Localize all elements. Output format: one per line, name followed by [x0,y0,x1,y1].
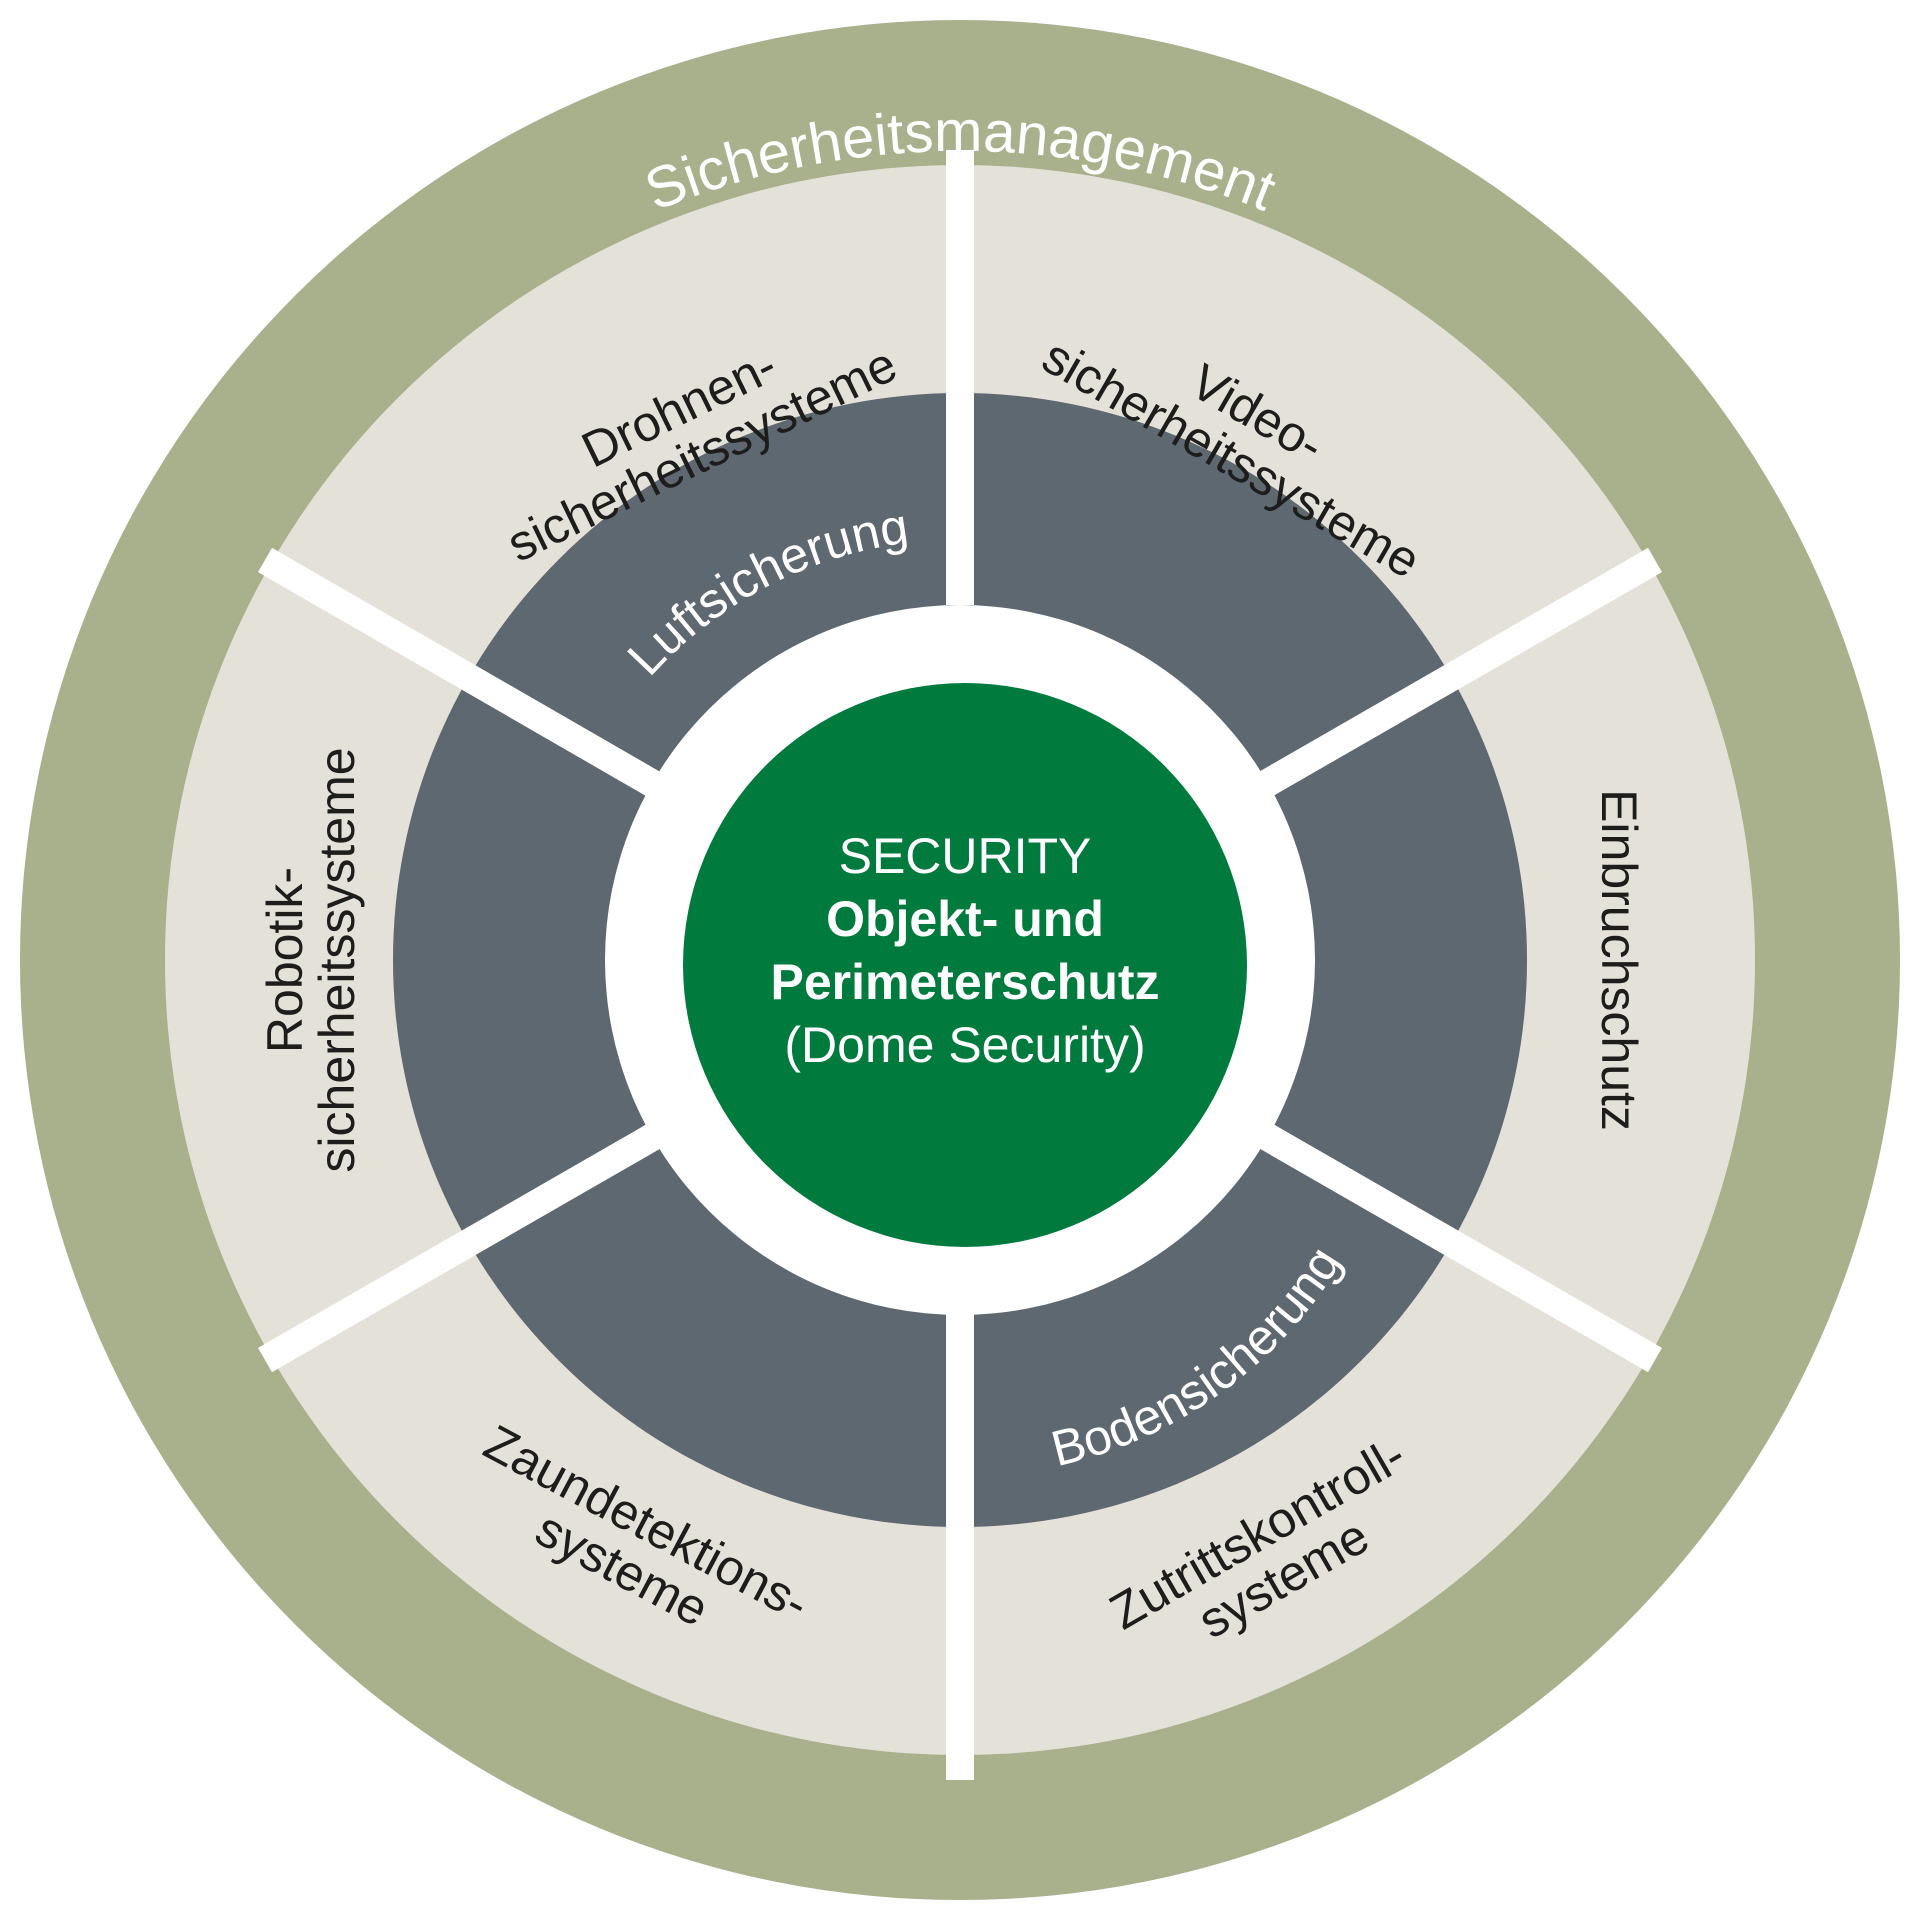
core-subtitle-line2: Perimeterschutz [770,954,1159,1010]
segment-label-einbruch-line1: Einbruchschutz [1591,789,1647,1131]
segment-label-einbruch: Einbruchschutz [1591,789,1647,1131]
segment-label-robotik-line1: Robotik- [257,867,313,1053]
segment-label-robotik: Robotik- sicherheitssysteme [257,747,365,1172]
core-circle [683,683,1247,1247]
segment-label-robotik-line2: sicherheitssysteme [309,747,365,1172]
core-text: SECURITY Objekt- und Perimeterschutz (Do… [770,828,1159,1073]
core-title: SECURITY [839,828,1092,884]
core-subtitle-line1: Objekt- und [826,891,1104,947]
core-note: (Dome Security) [784,1017,1145,1073]
